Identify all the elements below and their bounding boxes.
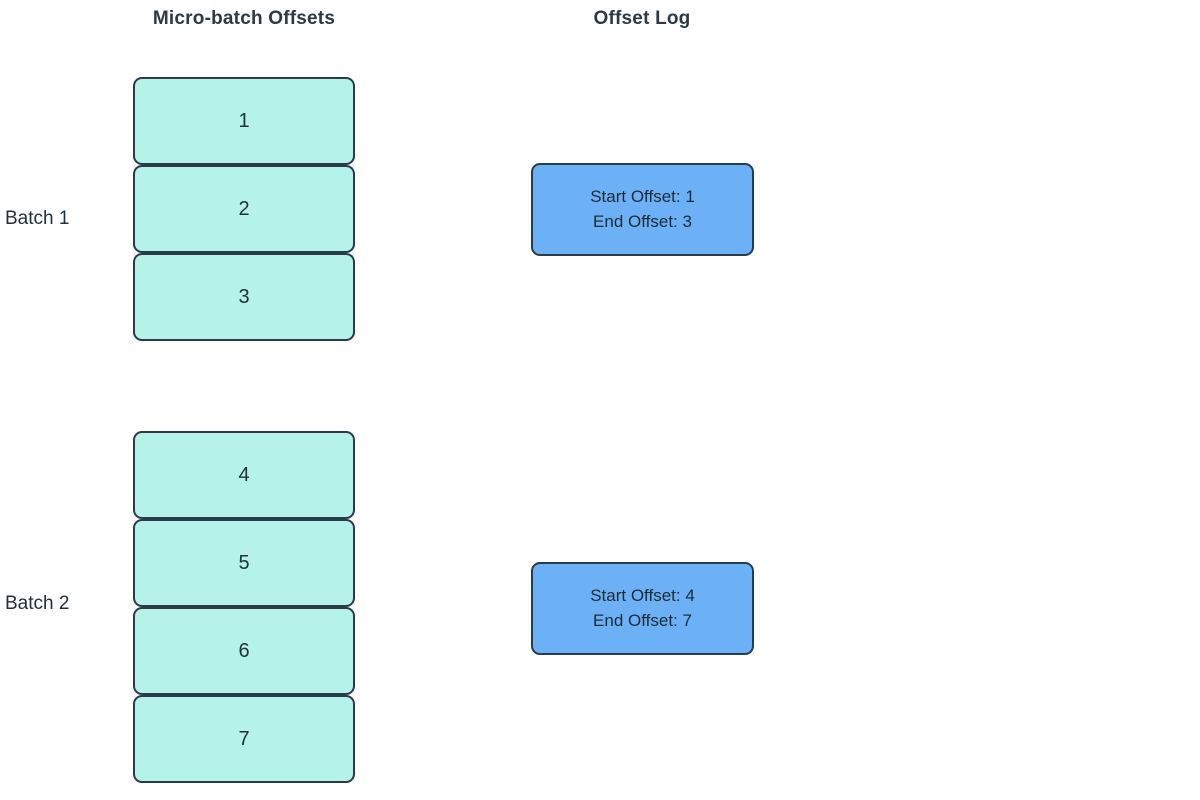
offset-cell: 5 <box>133 519 355 607</box>
offset-cell: 3 <box>133 253 355 341</box>
offset-log-start-line: Start Offset: 4 <box>590 586 695 606</box>
offset-cell: 2 <box>133 165 355 253</box>
batch-label-2: Batch 2 <box>5 593 70 614</box>
offset-log-end-line: End Offset: 7 <box>593 610 692 630</box>
offset-cell: 6 <box>133 607 355 695</box>
offset-cell: 1 <box>133 77 355 165</box>
batch-label-1: Batch 1 <box>5 208 70 229</box>
offset-log-box: Start Offset: 1 End Offset: 3 <box>531 163 754 256</box>
offset-log-end-line: End Offset: 3 <box>593 211 692 231</box>
offset-log-start-line: Start Offset: 1 <box>590 187 695 207</box>
column-heading-micro-batch-offsets: Micro-batch Offsets <box>152 8 336 29</box>
offset-cell: 7 <box>133 695 355 783</box>
offset-cell: 4 <box>133 431 355 519</box>
column-heading-offset-log: Offset Log <box>593 8 691 29</box>
offset-log-box: Start Offset: 4 End Offset: 7 <box>531 562 754 655</box>
